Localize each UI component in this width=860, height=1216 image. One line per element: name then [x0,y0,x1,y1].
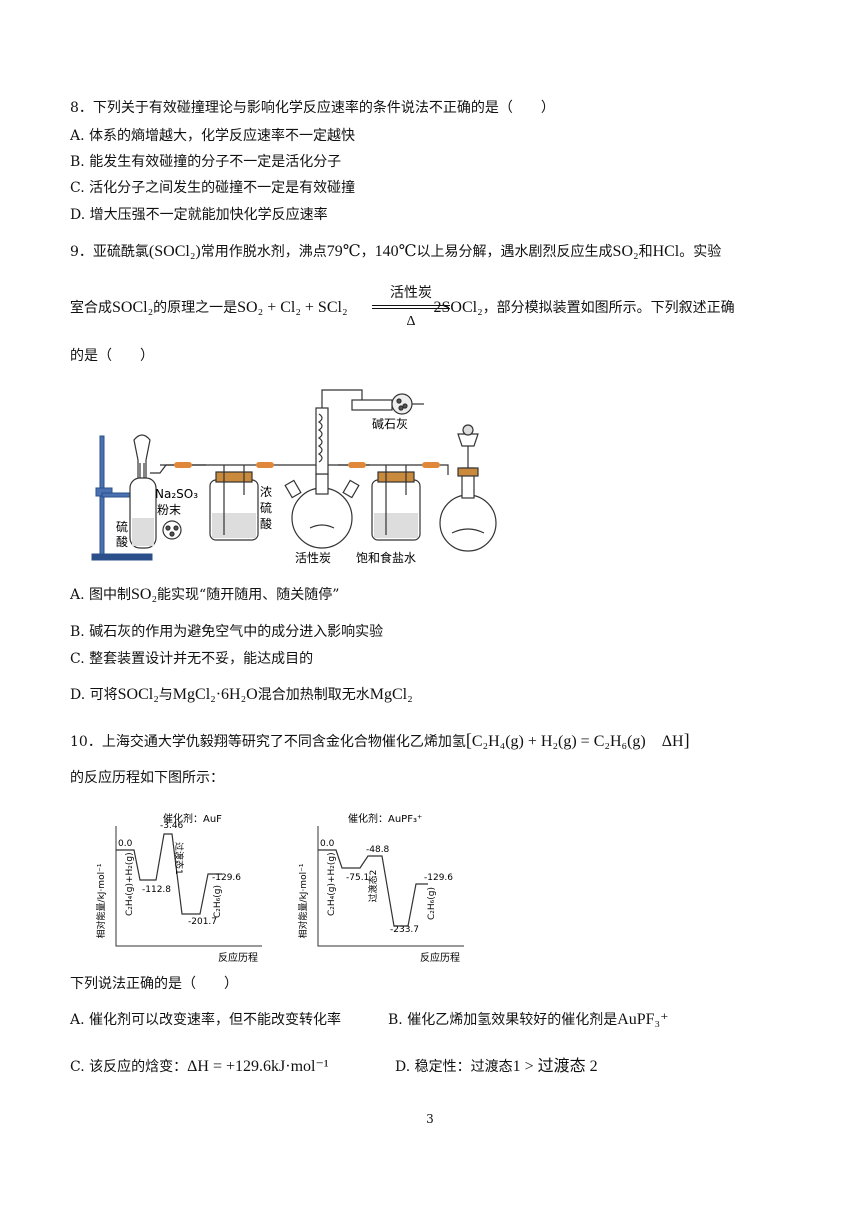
label-acid-1: 硫 [116,519,128,534]
so2-generator [129,434,206,549]
equation-line-bottom [372,308,450,309]
q8-option-a: A. 体系的熵增越大，化学反应速率不一定越快 [70,128,356,144]
q10-equation: C₂H₄(g) + H₂(g) = C₂H₆(g) ΔH [471,733,684,750]
chart2-product: C₂H₆(g) [427,887,437,920]
q9-option-b: B. 碱石灰的作用为避免空气中的成分进入影响实验 [70,624,384,640]
chart1-catalyst: 催化剂：AuF [163,812,222,825]
tube-connectors [174,462,440,468]
chart2-v4: -129.6 [424,873,453,883]
q9-option-c: C. 整套装置设计并无不妥，能达成目的 [70,651,314,667]
q10-ask: 下列说法正确的是（ ） [70,976,238,992]
energy-chart-auf: 相对能量/kJ·mol⁻¹ 反应历程 催化剂：AuF 0.0 C₂H₄(g)+H… [95,812,262,964]
q8-option-c: C. 活化分子之间发生的碰撞不一定是有效碰撞 [70,180,356,196]
q8-option-b: B. 能发生有效碰撞的分子不一定是活化分子 [70,154,342,170]
drying-tube-soda-lime [351,393,424,415]
q8-option-d: D. 增大压强不一定就能加快化学反应速率 [70,207,328,223]
chart1-reactant: C₂H₄(g)+H₂(g) [125,852,135,916]
chart2-xlabel: 反应历程 [420,951,460,964]
condenser [315,389,363,475]
label-na2so3: Na₂SO₃ [155,487,198,501]
chart2-reactant: C₂H₄(g)+H₂(g) [327,852,337,916]
label-brine: 饱和食盐水 [356,550,416,565]
chart2-v3: -233.7 [390,925,419,935]
chart1-v1: -112.8 [142,885,171,895]
chart1-xlabel: 反应历程 [218,951,258,964]
chart1-profile [116,833,222,915]
chart1-v3: -201.7 [188,917,217,927]
wash-bottle-brine [371,465,421,541]
q10-option-a: A. 催化剂可以改变速率，但不能改变转化率 [70,1012,342,1028]
label-conc-1: 浓 [260,485,272,499]
equation-condition-above: 活性炭 [390,285,432,301]
q10-stem-line1: 10．上海交通大学仇毅翔等研究了不同含金化合物催化乙烯加氢[C₂H₄(g) + … [70,730,690,750]
equation-line-top [372,305,450,306]
q8-stem: 8．下列关于有效碰撞理论与影响化学反应速率的条件说法不正确的是（ ） [70,100,555,116]
q9-option-a: A. 图中制SO₂能实现“随开随用、随关随停” [70,586,340,603]
chart1-ts: 过渡态1 [173,842,185,875]
socl2-formula: SOCl₂ [154,243,196,260]
chart2-v1: -75.1 [346,873,369,883]
label-acid-2: 酸 [116,534,128,549]
chart2-profile [318,849,428,927]
equation-left: SO₂ + Cl₂ + SCl₂ [237,299,348,316]
page-number: 3 [426,1112,434,1126]
equation-condition-below: Δ [406,314,416,329]
apparatus-diagram: Na₂SO₃ 粉末 硫 酸 浓 硫 酸 碱石灰 活性炭 [91,389,497,565]
label-soda-lime: 碱石灰 [372,417,408,431]
chart1-v4: -129.6 [212,873,241,883]
label-activated-carbon: 活性炭 [295,551,331,565]
chart2-catalyst: 催化剂：AuPF₃⁺ [348,812,422,825]
q10-option-d: D. 稳定性：过渡态1 > 过渡态 2 [395,1058,598,1075]
label-conc-2: 硫 [260,500,272,515]
label-conc-3: 酸 [260,516,272,531]
chart1-v2: -3.46 [160,821,184,831]
q10-option-b: B. 催化乙烯加氢效果较好的催化剂是AuPF₃⁺ [388,1011,669,1028]
chart2-v2: -48.8 [366,845,390,855]
chart2-ylabel: 相对能量/kJ·mol⁻¹ [297,863,309,938]
chart2-start-value: 0.0 [320,839,335,849]
chart1-product: C₂H₆(g) [213,885,223,918]
energy-chart-aupf3: 相对能量/kJ·mol⁻¹ 反应历程 催化剂：AuPF₃⁺ 0.0 C₂H₄(g… [297,812,464,964]
label-powder: 粉末 [157,503,181,517]
chart1-start-value: 0.0 [118,839,133,849]
chlorine-generator-flask [439,424,497,552]
equation-right: 2SOCl₂ [433,299,483,316]
wash-bottle-conc-sulfuric [209,465,259,541]
q10-option-c: C. 该反应的焓变：ΔH = +129.6kJ·mol⁻¹ [70,1058,329,1075]
chart1-ylabel: 相对能量/kJ·mol⁻¹ [95,863,107,938]
three-neck-flask [284,473,360,549]
q9-stem-line3: 的是（ ） [70,348,154,364]
iron-stand [91,435,153,561]
chart2-ts: 过渡态2 [367,870,379,903]
q10-stem-line2: 的反应历程如下图所示： [70,770,224,786]
q9-stem-line1: 9．亚硫酰氯(SOCl₂)常用作脱水剂，沸点79℃，140℃以上易分解，遇水剧烈… [70,243,722,260]
q9-option-d: D. 可将SOCl₂与MgCl₂·6H₂O混合加热制取无水MgCl₂ [70,686,413,703]
